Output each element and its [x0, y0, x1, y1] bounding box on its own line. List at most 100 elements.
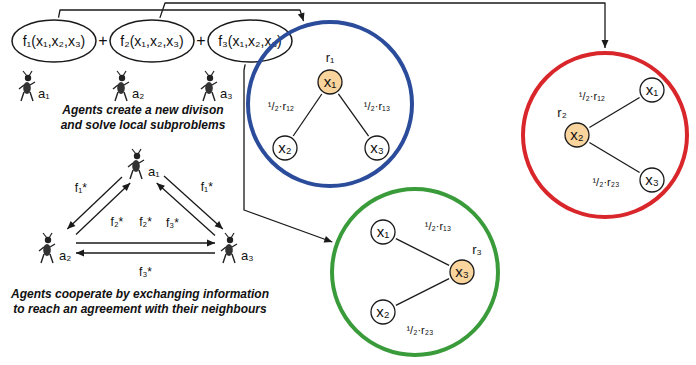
edge-label: ¹/₂·r₁₃: [363, 100, 392, 113]
agent-name: a₁: [148, 165, 160, 180]
arrowhead: [602, 40, 609, 48]
agent-node: a₂: [36, 232, 73, 264]
variable-node: x₃r₃: [449, 259, 475, 285]
function-ellipse: f₂(x₁,x₂,x₃): [109, 19, 195, 63]
connector-line: [589, 143, 639, 173]
function-ellipse: f₁(x₁,x₂,x₃): [11, 19, 97, 63]
agent-icon: [36, 232, 58, 264]
arrowhead: [324, 236, 333, 243]
agent-icon: [125, 148, 147, 180]
variable-name: x₂: [376, 303, 389, 320]
connector: [396, 279, 449, 306]
variable-node: x₃: [639, 167, 665, 193]
caption-note: Agents create a new divison and solve lo…: [55, 103, 231, 133]
variable-circle: [273, 136, 297, 160]
connector: [76, 250, 215, 257]
edge-label: f₁*: [200, 181, 214, 195]
variable-node: x₁: [370, 219, 396, 245]
edge-label: ¹/₂·r₂₃: [405, 324, 434, 337]
connector-line: [76, 252, 215, 253]
variable-name: x₁: [377, 223, 390, 240]
agent-icon: [19, 71, 35, 101]
connector-line: [59, 10, 304, 21]
arrowhead: [298, 12, 305, 21]
connector-line: [293, 94, 322, 136]
connector: [589, 143, 639, 173]
subproblem-outline: [332, 189, 498, 355]
weight-heading: r₂: [557, 106, 566, 121]
edge-label: f₁*: [74, 182, 88, 196]
variable-node: x₂r₂: [564, 122, 590, 148]
edge-label: ¹/₂·r₁₂: [578, 90, 606, 103]
variable-circle: [318, 70, 342, 94]
subproblem-outline: [248, 22, 412, 186]
variable-circle: [640, 78, 664, 102]
variable-name: x₃: [370, 139, 384, 156]
connector-line: [244, 64, 332, 242]
ellipse-outline: [110, 20, 194, 62]
connector: [396, 239, 449, 266]
variable-node: x₁: [639, 77, 665, 103]
agent-icon: [201, 71, 217, 101]
variable-name: x₁: [646, 81, 659, 98]
arrowhead: [67, 221, 75, 229]
variable-circle: [371, 220, 395, 244]
weight-heading: r₁: [326, 51, 335, 66]
connector-line: [396, 279, 449, 306]
variable-circle: [450, 260, 474, 284]
connector: [293, 94, 322, 136]
subproblem-outline: [523, 53, 687, 217]
agent-figure: [128, 149, 144, 179]
agent-name: a₃: [241, 249, 254, 264]
agent-icon: [218, 232, 240, 264]
agent-name: a₁: [38, 86, 50, 102]
edge-label: ¹/₂·r₁₃: [424, 220, 453, 233]
arrowhead: [122, 183, 130, 191]
variable-circle: [365, 136, 389, 160]
caption-note: Agents cooperate by exchanging informati…: [6, 287, 274, 317]
edge-label: f₂*: [138, 216, 153, 230]
connector: [244, 64, 332, 242]
connector: [59, 10, 305, 21]
variable-circle: [640, 168, 664, 192]
variable-name: x₁: [324, 73, 337, 90]
variable-name: x₃: [455, 263, 469, 280]
edge-label: f₂*: [110, 216, 125, 230]
variable-node: x₁r₁: [317, 69, 343, 95]
connector-line: [76, 242, 215, 243]
shape-outline: [521, 51, 689, 219]
agent-node: a₁: [125, 148, 161, 180]
agent-name: a₃: [220, 86, 233, 102]
subproblem-circle: x₁x₂r₂x₃: [521, 51, 689, 219]
arrowhead: [157, 183, 165, 191]
arrowhead: [207, 240, 215, 247]
variable-circle: [565, 123, 589, 147]
variable-node: x₃: [364, 135, 390, 161]
weight-heading: r₃: [472, 243, 482, 258]
edge-label: ¹/₂·r₂₃: [591, 176, 620, 189]
edge-label: f₃*: [138, 266, 153, 280]
variable-name: x₃: [645, 171, 659, 188]
agent-name: a₂: [59, 249, 71, 264]
variable-node: x₂: [370, 299, 396, 325]
agent-icon: [113, 71, 129, 101]
arrowhead: [76, 250, 84, 257]
ellipse-outline: [12, 20, 96, 62]
agent-name: a₂: [132, 86, 144, 102]
agent-figure: [221, 233, 237, 263]
arrowhead: [215, 221, 223, 229]
variable-name: x₂: [278, 139, 291, 156]
function-text: f₂(x₁,x₂,x₃): [120, 33, 183, 49]
variable-circle: [371, 300, 395, 324]
variable-name: x₂: [570, 126, 583, 143]
edge-label: ¹/₂·r₁₂: [267, 100, 295, 113]
edge-label: f₃*: [165, 217, 180, 231]
connector: [76, 240, 215, 247]
connector-line: [396, 239, 449, 266]
agent-figure: [39, 233, 55, 263]
plus-sign: +: [196, 31, 205, 51]
agent-node: a₃: [218, 232, 255, 264]
variable-node: x₂: [272, 135, 298, 161]
plus-sign: +: [98, 31, 107, 51]
function-text: f₁(x₁,x₂,x₃): [23, 33, 86, 49]
